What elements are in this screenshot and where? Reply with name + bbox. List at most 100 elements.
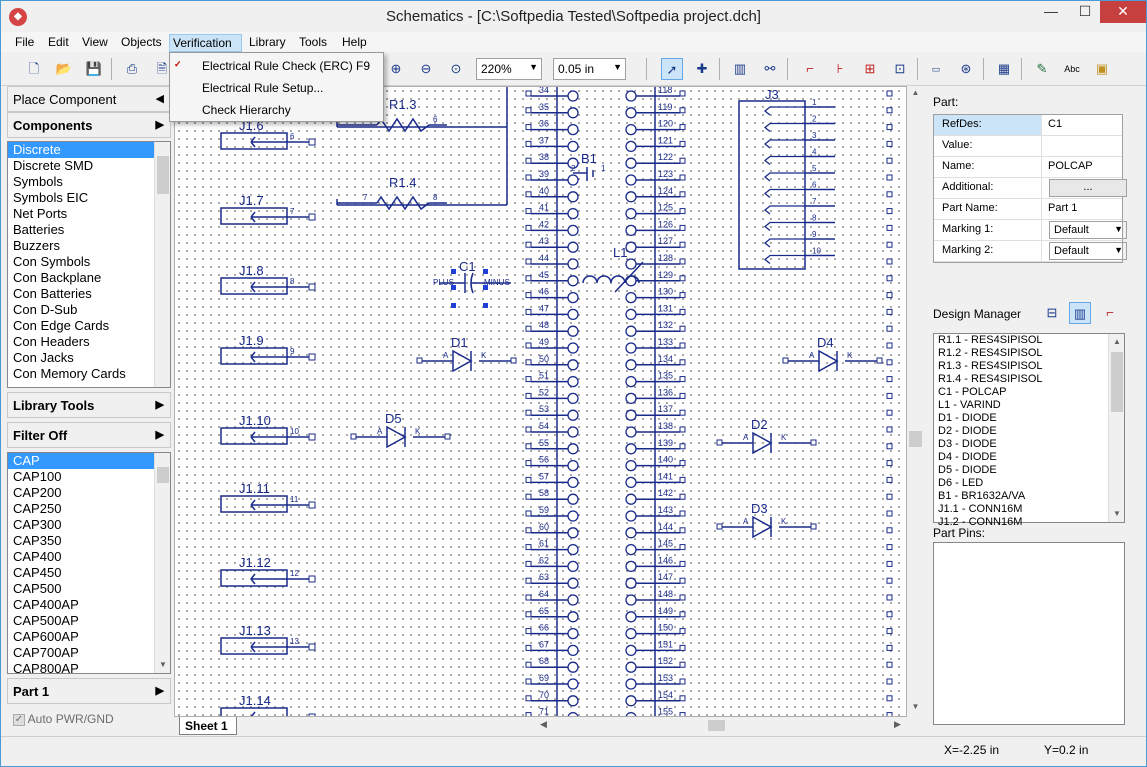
nets-view-icon[interactable]: ⌐ (1106, 305, 1114, 320)
scrollbar-thumb[interactable] (1111, 352, 1123, 412)
category-item[interactable]: Con Memory Cards (13, 366, 126, 381)
grid-combo[interactable]: 0.05 in▼ (553, 58, 626, 80)
collapse-left-icon[interactable]: ◀ (155, 93, 164, 105)
part-item[interactable]: CAP400 (13, 549, 62, 564)
place-component-header[interactable]: Place Component◀ (7, 86, 171, 112)
expand-right-icon[interactable]: ▶ (155, 399, 164, 411)
design-manager-item[interactable]: D4 - DIODE (938, 451, 997, 463)
components-header[interactable]: Components▶ (7, 112, 171, 138)
design-manager-item[interactable]: R1.1 - RES4SIPISOL (938, 334, 1043, 346)
wire-tool-icon[interactable]: ⌐ (806, 61, 814, 76)
components-view-icon[interactable]: ▥ (1069, 302, 1091, 324)
find-binoculars-icon[interactable]: ⚯ (764, 61, 776, 76)
table-tool-icon[interactable]: ▦ (997, 61, 1011, 76)
part-item[interactable]: CAP500 (13, 581, 62, 596)
save-icon[interactable]: 💾 (85, 61, 103, 76)
design-manager-item[interactable]: L1 - VARIND (938, 399, 1001, 411)
title-bar[interactable]: ◆ Schematics - [C:\Softpedia Tested\Soft… (1, 1, 1146, 32)
design-manager-item[interactable]: D5 - DIODE (938, 464, 997, 476)
property-row[interactable]: Marking 1:Default▼ (934, 220, 1127, 241)
canvas-horizontal-scrollbar[interactable]: ◀ ▶ (538, 717, 907, 734)
scrollbar-thumb[interactable] (157, 467, 169, 483)
scroll-down-icon[interactable]: ▼ (159, 660, 167, 669)
category-item[interactable]: Batteries (13, 222, 65, 237)
scroll-up-icon[interactable]: ▲ (1113, 337, 1121, 346)
new-file-icon[interactable]: 🗋 (28, 61, 40, 76)
category-item[interactable]: Con Symbols (13, 254, 91, 269)
part-item[interactable]: CAP400AP (13, 597, 79, 612)
zoom-out-icon[interactable]: ⊖ (420, 61, 432, 76)
scroll-down-icon[interactable]: ▼ (911, 702, 920, 711)
marking2-dropdown[interactable]: Default▼ (1049, 242, 1127, 260)
scroll-left-icon[interactable]: ◀ (540, 719, 547, 729)
part-item[interactable]: CAP600AP (13, 629, 79, 644)
schematic-drawing[interactable]: J1.66J1.77J1.88J1.99J1.1010J1.1111J1.121… (175, 87, 907, 717)
design-manager-item[interactable]: D3 - DIODE (938, 438, 997, 450)
text-tool-icon[interactable]: Abc (1064, 64, 1080, 74)
part-scrollbar[interactable]: ▼ (154, 453, 170, 673)
part-item[interactable]: CAP800AP (13, 661, 79, 674)
maximize-button[interactable]: ☐ (1078, 3, 1092, 19)
tree-view-icon[interactable]: ⊟ (1046, 305, 1058, 320)
zoom-in-icon[interactable]: ⊕ (390, 61, 402, 76)
menu-item-erc[interactable]: Electrical Rule Check (ERC) F9 (202, 59, 370, 73)
scrollbar-thumb[interactable] (708, 720, 725, 731)
part-item[interactable]: CAP250 (13, 501, 62, 516)
library-tools-header[interactable]: Library Tools▶ (7, 392, 171, 418)
part-item[interactable]: CAP (8, 453, 154, 469)
category-item[interactable]: Con Backplane (13, 270, 102, 285)
design-manager-item[interactable]: J1.1 - CONN16M (938, 503, 1023, 515)
value-field[interactable] (1044, 136, 1124, 156)
part-name-value[interactable]: Part 1 (1048, 202, 1078, 214)
crosshair-tool-icon[interactable]: ✚ (696, 61, 708, 76)
design-manager-item[interactable]: D2 - DIODE (938, 425, 997, 437)
pin-tool-icon[interactable]: ▭ (931, 64, 941, 74)
close-button[interactable]: ✕ (1100, 1, 1146, 23)
property-row[interactable]: Name:POLCAP (934, 157, 1122, 178)
category-item[interactable]: Con Edge Cards (13, 318, 110, 333)
menu-item-check-hierarchy[interactable]: Check Hierarchy (202, 103, 291, 117)
category-list[interactable]: Discrete Discrete SMD Symbols Symbols EI… (7, 141, 171, 388)
property-row[interactable]: RefDes:C1 (934, 115, 1122, 136)
menu-file[interactable]: File (15, 35, 35, 49)
part-item[interactable]: CAP450 (13, 565, 62, 580)
pointer-tool-icon[interactable]: ➚ (661, 58, 683, 80)
category-item[interactable]: Net Ports (13, 206, 68, 221)
category-item[interactable]: Discrete SMD (13, 158, 94, 173)
print-preview-icon[interactable]: 🗎 (156, 61, 168, 76)
menu-library[interactable]: Library (249, 35, 286, 49)
part-item[interactable]: CAP700AP (13, 645, 79, 660)
category-item[interactable]: Discrete (8, 142, 154, 158)
property-row[interactable]: Additional:... (934, 178, 1127, 199)
part-item[interactable]: CAP500AP (13, 613, 79, 628)
scroll-down-icon[interactable]: ▼ (1113, 509, 1121, 518)
net-tool-icon[interactable]: ⊡ (894, 61, 906, 76)
menu-verification[interactable]: Verification (169, 34, 242, 52)
category-item[interactable]: Con Jacks (13, 350, 74, 365)
part-item[interactable]: CAP100 (13, 469, 62, 484)
design-manager-item[interactable]: D1 - DIODE (938, 412, 997, 424)
scroll-up-icon[interactable]: ▲ (911, 88, 920, 97)
scroll-right-icon[interactable]: ▶ (894, 719, 901, 729)
design-manager-item[interactable]: B1 - BR1632A/VA (938, 490, 1026, 502)
expand-right-icon[interactable]: ▶ (155, 429, 164, 441)
menu-objects[interactable]: Objects (121, 35, 162, 49)
design-manager-item[interactable]: R1.3 - RES4SIPISOL (938, 360, 1043, 372)
canvas-vertical-scrollbar[interactable]: ▲ ▼ (907, 86, 924, 717)
zoom-combo[interactable]: 220%▼ (476, 58, 542, 80)
filter-header[interactable]: Filter Off▶ (7, 422, 171, 448)
menu-view[interactable]: View (82, 35, 108, 49)
sheet-tab[interactable]: Sheet 1 (179, 717, 237, 735)
menu-item-erc-setup[interactable]: Electrical Rule Setup... (202, 81, 324, 95)
category-item[interactable]: Symbols EIC (13, 190, 89, 205)
part-selector[interactable]: Part 1▶ (7, 678, 171, 704)
scrollbar-thumb[interactable] (157, 156, 169, 194)
app-icon[interactable]: ◆ (9, 8, 27, 26)
marking1-dropdown[interactable]: Default▼ (1049, 221, 1127, 239)
design-manager-item[interactable]: D6 - LED (938, 477, 984, 489)
print-icon[interactable]: ⎙ (126, 61, 138, 76)
minimize-button[interactable]: — (1044, 3, 1058, 19)
refdes-value[interactable]: C1 (1048, 118, 1063, 130)
